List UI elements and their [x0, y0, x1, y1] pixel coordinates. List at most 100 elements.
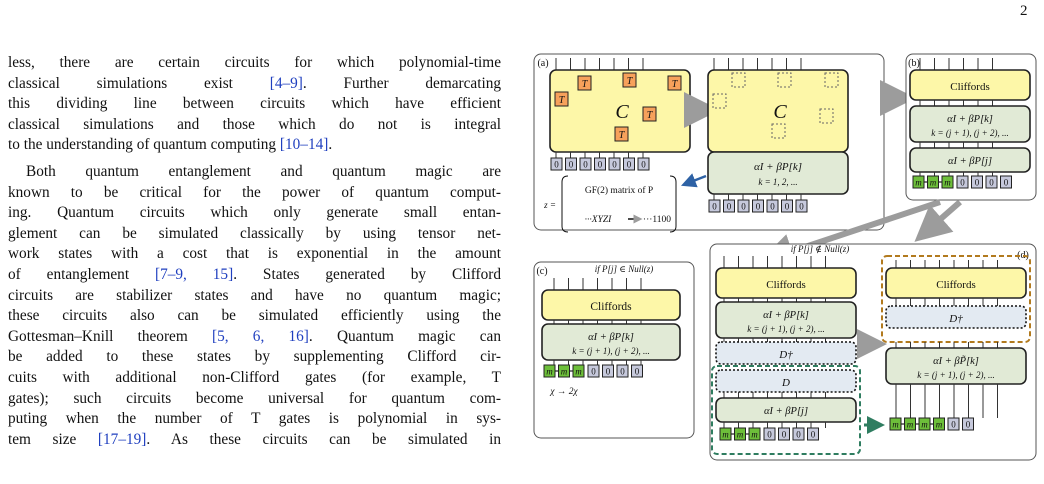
pauli-string-label: ···XYZI — [585, 215, 612, 225]
measured-qubit-box — [904, 417, 916, 431]
text-run: these circuits also can be simulated eff… — [8, 307, 501, 325]
text-line: gates); such circuits become universal f… — [8, 389, 501, 410]
d-label: D — [781, 377, 790, 389]
measured-qubit-box — [543, 364, 556, 378]
zero-label: 0 — [785, 202, 790, 212]
gate-j-label-d: αI + βP[j] — [764, 406, 808, 417]
chi-doubling-label: χ → 2χ — [549, 387, 578, 397]
gf2-matrix-label: GF(2) matrix of P — [585, 185, 653, 196]
text-run: . States generated by Clifford — [233, 265, 501, 283]
cliffords-label-d-right: Cliffords — [936, 279, 976, 291]
text-line: tem size [17–19]. As these circuits can … — [8, 430, 501, 451]
zero-label: 0 — [770, 202, 775, 212]
text-line: work states with a cost that is exponent… — [8, 244, 501, 265]
gate-k-tilde-label: αI + βP̃[k] — [933, 354, 979, 367]
d-dagger-label-right: D† — [948, 313, 963, 325]
zero-ket-box — [985, 175, 998, 189]
zero-ket-box — [579, 157, 592, 171]
zero-ket-box — [792, 427, 805, 441]
gate-k-tilde-box — [885, 347, 1027, 385]
zero-ket-box — [623, 157, 635, 171]
body-text-column: less, there are certain circuits for whi… — [8, 53, 501, 450]
zero-label: 0 — [989, 178, 994, 188]
text-line: circuits are stabilizer states and have … — [8, 286, 501, 307]
zero-ket-box — [795, 199, 808, 213]
citation-link[interactable]: [4–9] — [269, 74, 303, 92]
zero-label: 0 — [598, 160, 603, 170]
citation-link[interactable]: [10–14] — [279, 136, 329, 154]
gate-k-label-b: αI + βP[k] — [947, 114, 993, 125]
zero-ket-box — [616, 364, 629, 378]
t-gate-box — [554, 91, 569, 107]
removed-t-slot — [731, 72, 746, 88]
zero-ket-box — [565, 157, 577, 171]
measured-qubit-box — [918, 417, 931, 431]
panel-a-label: (a) — [537, 58, 548, 69]
k-range-c: k = (j + 1), (j + 2), ... — [572, 346, 649, 356]
text-run: tem size — [8, 430, 98, 448]
m-label: m — [930, 178, 937, 188]
zero-ket-box — [752, 199, 764, 213]
m-label: m — [737, 430, 744, 440]
zero-label: 0 — [620, 367, 625, 377]
text-run: be added to these states by supplementin… — [8, 348, 501, 366]
zero-ket-box — [708, 199, 721, 213]
removed-t-slot — [777, 72, 792, 88]
m-label: m — [722, 430, 729, 440]
cliffords-label-b: Cliffords — [950, 81, 990, 93]
measured-qubit-box — [748, 427, 761, 441]
text-run: of entanglement — [8, 265, 155, 283]
matrix-bracket-left — [561, 175, 569, 233]
text-line: of entanglement [7–9, 15]. States genera… — [8, 265, 501, 286]
text-line: ing. Quantum circuits which only generat… — [8, 203, 501, 224]
m-label: m — [921, 420, 928, 430]
k-range-b: k = (j + 1), (j + 2), ... — [931, 128, 1008, 138]
t-gate-label: T — [559, 95, 566, 106]
gate-k-label-c: αI + βP[k] — [588, 332, 634, 343]
zero-label: 0 — [641, 160, 646, 170]
text-run: . As these circuits can be simulated in — [146, 430, 502, 448]
m-label: m — [907, 420, 914, 430]
zero-ket-box — [947, 417, 960, 431]
measured-qubit-box — [734, 427, 746, 441]
bit-string-label: ···1100 — [643, 215, 671, 225]
text-line: known to be critical for the power of qu… — [8, 183, 501, 204]
zero-ket-box — [778, 427, 790, 441]
gate-k-label-d-left: αI + βP[k] — [763, 310, 809, 321]
zero-label: 0 — [712, 202, 717, 212]
gate-k-label-a: αI + βP[k] — [754, 161, 802, 173]
k-range-a: k = 1, 2, ... — [758, 177, 797, 187]
matrix-bracket-right — [669, 175, 677, 233]
gate-j-label-b: αI + βP[j] — [948, 156, 992, 167]
t-gate-label: T — [627, 76, 634, 87]
gate-k-box-b — [909, 105, 1031, 143]
d-dagger-label-left: D† — [778, 349, 793, 361]
gate-k-box-a — [707, 151, 849, 195]
t-gate-label: T — [647, 110, 654, 121]
text-line: classical simulations exist [4–9]. Furth… — [8, 74, 501, 95]
zero-label: 0 — [612, 160, 617, 170]
t-gate-label: T — [582, 79, 589, 90]
text-run: . Further demarcating — [302, 74, 502, 92]
citation-link[interactable]: [7–9, 15] — [155, 265, 234, 283]
citation-link[interactable]: [17–19] — [97, 430, 147, 448]
zero-ket-box — [766, 199, 779, 213]
zero-label: 0 — [811, 430, 816, 440]
citation-link[interactable]: [5, 6, 16] — [211, 327, 309, 345]
panel-b-label: (b) — [908, 58, 920, 69]
m-label: m — [575, 367, 582, 377]
text-line: these circuits also can be simulated eff… — [8, 306, 501, 327]
zero-ket-box — [763, 427, 776, 441]
cliffords-box-d-right — [885, 267, 1027, 299]
t-gate-box — [622, 72, 637, 88]
removed-t-slot — [771, 123, 786, 139]
k-range-d-left: k = (j + 1), (j + 2), ... — [747, 324, 824, 334]
zero-ket-box — [608, 157, 621, 171]
measured-qubit-box — [927, 175, 939, 189]
zero-ket-box — [962, 417, 974, 431]
page-number: 2 — [1020, 3, 1028, 19]
text-run: . Quantum magic can — [308, 327, 501, 345]
cliffords-box-c — [541, 289, 681, 321]
measured-qubit-box — [941, 175, 954, 189]
